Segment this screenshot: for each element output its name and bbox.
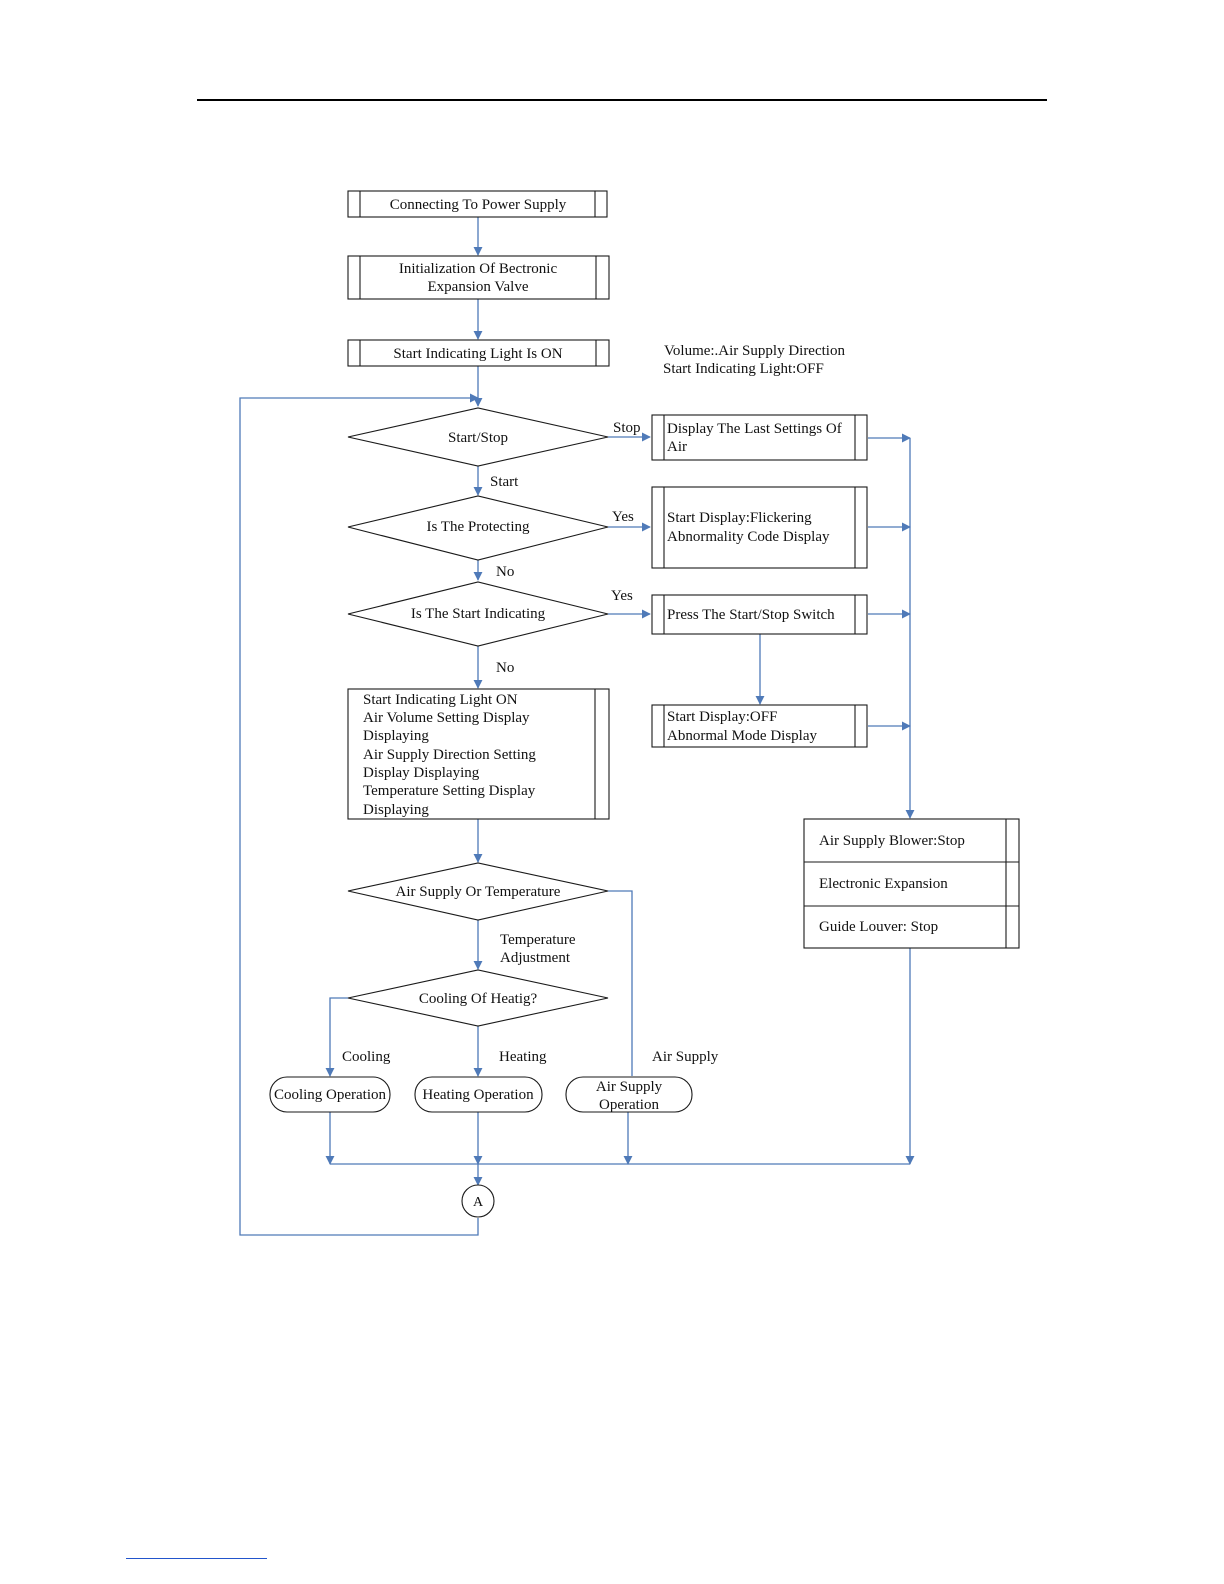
start-ind-label: Is The Start Indicating	[411, 606, 546, 622]
off-label-1: Start Display:OFF	[667, 709, 777, 725]
last-label-1: Display The Last Settings Of	[667, 421, 842, 437]
decision-start-stop: Start/Stop	[347, 407, 609, 467]
terminal-cooling: Cooling Operation	[269, 1076, 391, 1113]
protecting-label: Is The Protecting	[426, 519, 530, 535]
note-line-2: Start Indicating Light:OFF	[663, 361, 824, 377]
label-start: Start	[490, 474, 519, 490]
process-init: Initialization Of Bectronic Expansion Va…	[347, 255, 610, 300]
process-last-settings: Display The Last Settings Of Air	[651, 414, 868, 461]
big-label-2: Air Volume Setting Display	[363, 710, 530, 726]
process-settings-display: Start Indicating Light ON Air Volume Set…	[347, 688, 610, 820]
off-label-2: Abnormal Mode Display	[667, 728, 817, 744]
flicker-label-1: Start Display:Flickering	[667, 510, 812, 526]
label-no-2: No	[496, 660, 514, 676]
connector-a-label: A	[473, 1195, 484, 1210]
edge-coolheat-cool	[325, 997, 348, 1077]
heating-op-label: Heating Operation	[422, 1087, 534, 1103]
label-stop: Stop	[613, 420, 641, 436]
note-line-1: Volume:.Air Supply Direction	[664, 343, 845, 359]
label-no-1: No	[496, 564, 514, 580]
press-label: Press The Start/Stop Switch	[667, 607, 835, 623]
label-temp-adj-1: Temperature	[500, 932, 576, 948]
big-label-7: Displaying	[363, 802, 429, 818]
decision-cool-heat: Cooling Of Heatig?	[347, 969, 609, 1027]
label-yes-2: Yes	[611, 588, 633, 604]
label-heating: Heating	[499, 1049, 547, 1065]
blower-label: Air Supply Blower:Stop	[819, 833, 965, 849]
light-on-label: Start Indicating Light Is ON	[393, 346, 562, 362]
connector-a: A	[461, 1184, 495, 1218]
last-label-2: Air	[667, 439, 687, 455]
louver-label: Guide Louver: Stop	[819, 919, 938, 935]
start-stop-label: Start/Stop	[448, 430, 508, 446]
air-op-label-2: Operation	[599, 1097, 659, 1113]
decision-start-indicating: Is The Start Indicating	[347, 581, 609, 647]
cool-heat-label: Cooling Of Heatig?	[419, 991, 538, 1007]
init-label-1: Initialization Of Bectronic	[399, 261, 558, 277]
footnote-rule	[126, 1558, 267, 1559]
label-cooling: Cooling	[342, 1049, 391, 1065]
edge-airtemp-airsupply	[608, 890, 633, 1076]
electronic-label: Electronic Expansion	[819, 876, 948, 892]
power-label: Connecting To Power Supply	[390, 197, 567, 213]
annotation-note: Volume:.Air Supply Direction Start Indic…	[663, 343, 845, 377]
process-power: Connecting To Power Supply	[347, 190, 608, 218]
decision-protecting: Is The Protecting	[347, 495, 609, 561]
flicker-label-2: Abnormality Code Display	[667, 529, 830, 545]
process-light-on: Start Indicating Light Is ON	[347, 339, 610, 367]
big-label-5: Display Displaying	[363, 765, 480, 781]
connectors	[239, 217, 915, 1236]
process-display-off: Start Display:OFF Abnormal Mode Display	[651, 704, 868, 748]
air-temp-label: Air Supply Or Temperature	[396, 884, 561, 900]
decision-air-or-temp: Air Supply Or Temperature	[347, 862, 609, 921]
header-rule	[197, 99, 1047, 101]
process-stop-group: Air Supply Blower:Stop Electronic Expans…	[803, 818, 1020, 949]
terminal-heating: Heating Operation	[414, 1076, 543, 1113]
terminal-air-supply: Air Supply Operation	[565, 1076, 693, 1113]
big-label-6: Temperature Setting Display	[363, 783, 536, 799]
cooling-op-label: Cooling Operation	[274, 1087, 387, 1103]
label-temp-adj-2: Adjustment	[500, 950, 571, 966]
process-press-switch: Press The Start/Stop Switch	[651, 594, 868, 635]
process-flickering: Start Display:Flickering Abnormality Cod…	[651, 486, 868, 569]
big-label-1: Start Indicating Light ON	[363, 692, 518, 708]
big-label-4: Air Supply Direction Setting	[363, 747, 536, 763]
label-yes-1: Yes	[612, 509, 634, 525]
label-air-supply: Air Supply	[652, 1049, 719, 1065]
init-label-2: Expansion Valve	[428, 279, 529, 295]
big-label-3: Displaying	[363, 728, 429, 744]
edge-loop-back	[239, 393, 479, 1236]
air-op-label-1: Air Supply	[596, 1079, 663, 1095]
